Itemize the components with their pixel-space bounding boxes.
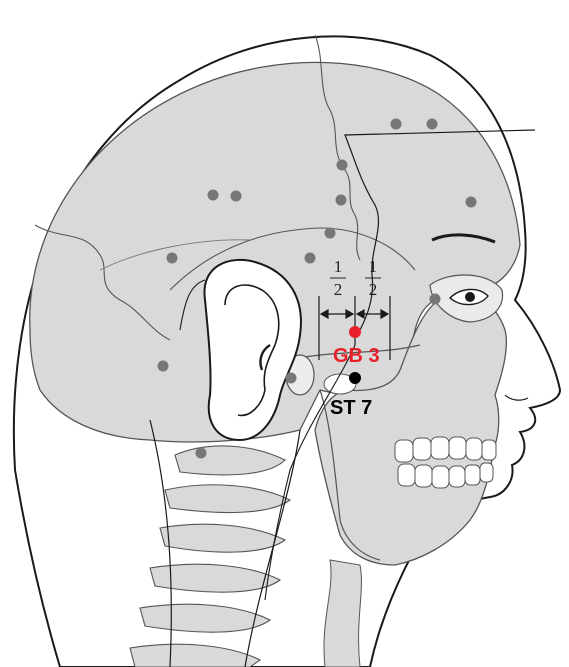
acupoint-dot	[286, 373, 297, 384]
acupoint-dot	[325, 228, 336, 239]
acupoint-dot	[305, 253, 316, 264]
acupoint-dot	[158, 361, 169, 372]
acupoint-dot	[196, 448, 207, 459]
acupoint-dot	[231, 191, 242, 202]
gb3-label: GB 3	[333, 345, 380, 367]
gb3-point	[349, 326, 361, 338]
acupoint-dot	[336, 195, 347, 206]
acupoint-dot	[337, 160, 348, 171]
st7-point	[349, 372, 361, 384]
eye-pupil	[465, 292, 475, 302]
acupoint-dot	[466, 197, 477, 208]
fraction-left-numerator: 1	[334, 257, 343, 276]
fraction-left-denominator: 2	[334, 280, 343, 299]
st7-label: ST 7	[330, 397, 372, 419]
acupoint-dot	[167, 253, 178, 264]
acupoint-dot	[427, 119, 438, 130]
acupoint-dot	[430, 294, 441, 305]
fraction-right-numerator: 1	[369, 257, 378, 276]
acupoint-dot	[391, 119, 402, 130]
fraction-right-denominator: 2	[369, 280, 378, 299]
acupoint-dot	[208, 190, 219, 201]
